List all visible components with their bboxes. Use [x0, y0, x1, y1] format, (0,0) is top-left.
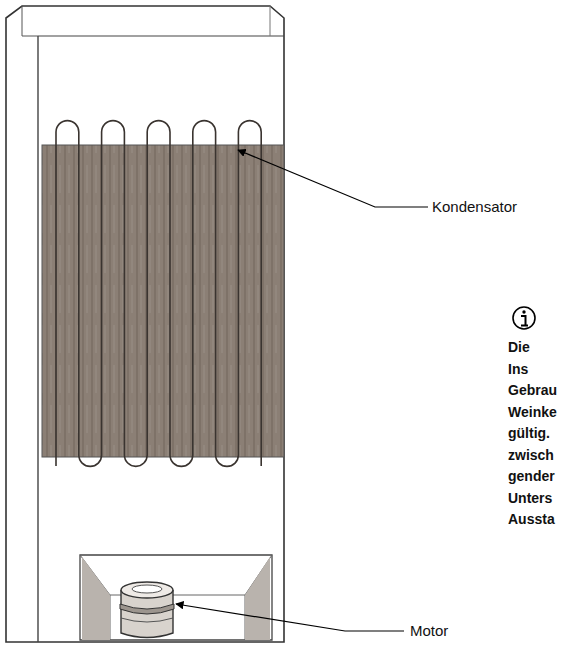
- part-label: Kondensator: [432, 198, 517, 215]
- cabinet-outline: [6, 6, 284, 642]
- part-label: Motor: [410, 622, 448, 639]
- condenser-coils: [56, 121, 261, 467]
- coil-end: [56, 455, 261, 466]
- coil-tube: [56, 121, 261, 467]
- motor-compressor: [120, 582, 174, 638]
- compressor-bay: [80, 555, 272, 640]
- note-text: Die Ins Gebrau Weinke gültig. zwisch gen…: [508, 337, 548, 531]
- info-icon: [513, 307, 535, 329]
- leader-line: [238, 150, 428, 207]
- side-edge: [37, 36, 38, 642]
- leader-line: [176, 604, 404, 631]
